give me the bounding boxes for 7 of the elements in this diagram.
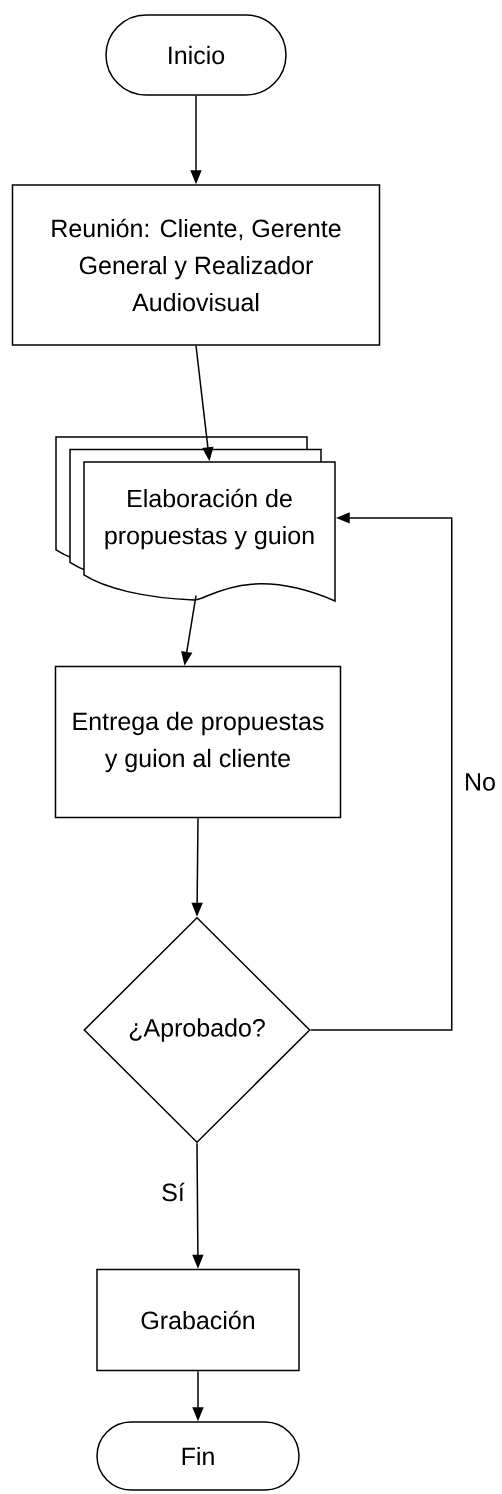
- edge-label: Sí: [160, 1181, 186, 1203]
- arrow: [310, 512, 453, 1031]
- process-box: Reunión: Cliente, Gerente General y Realizador Audiovisual: [11, 184, 381, 346]
- process-box: Entrega de propuestas y guion al cliente: [54, 665, 342, 819]
- process-box: Grabación: [96, 1268, 300, 1372]
- edge-label: No: [463, 772, 497, 792]
- document-stack: Elaboración de propuestas y guion: [55, 436, 336, 602]
